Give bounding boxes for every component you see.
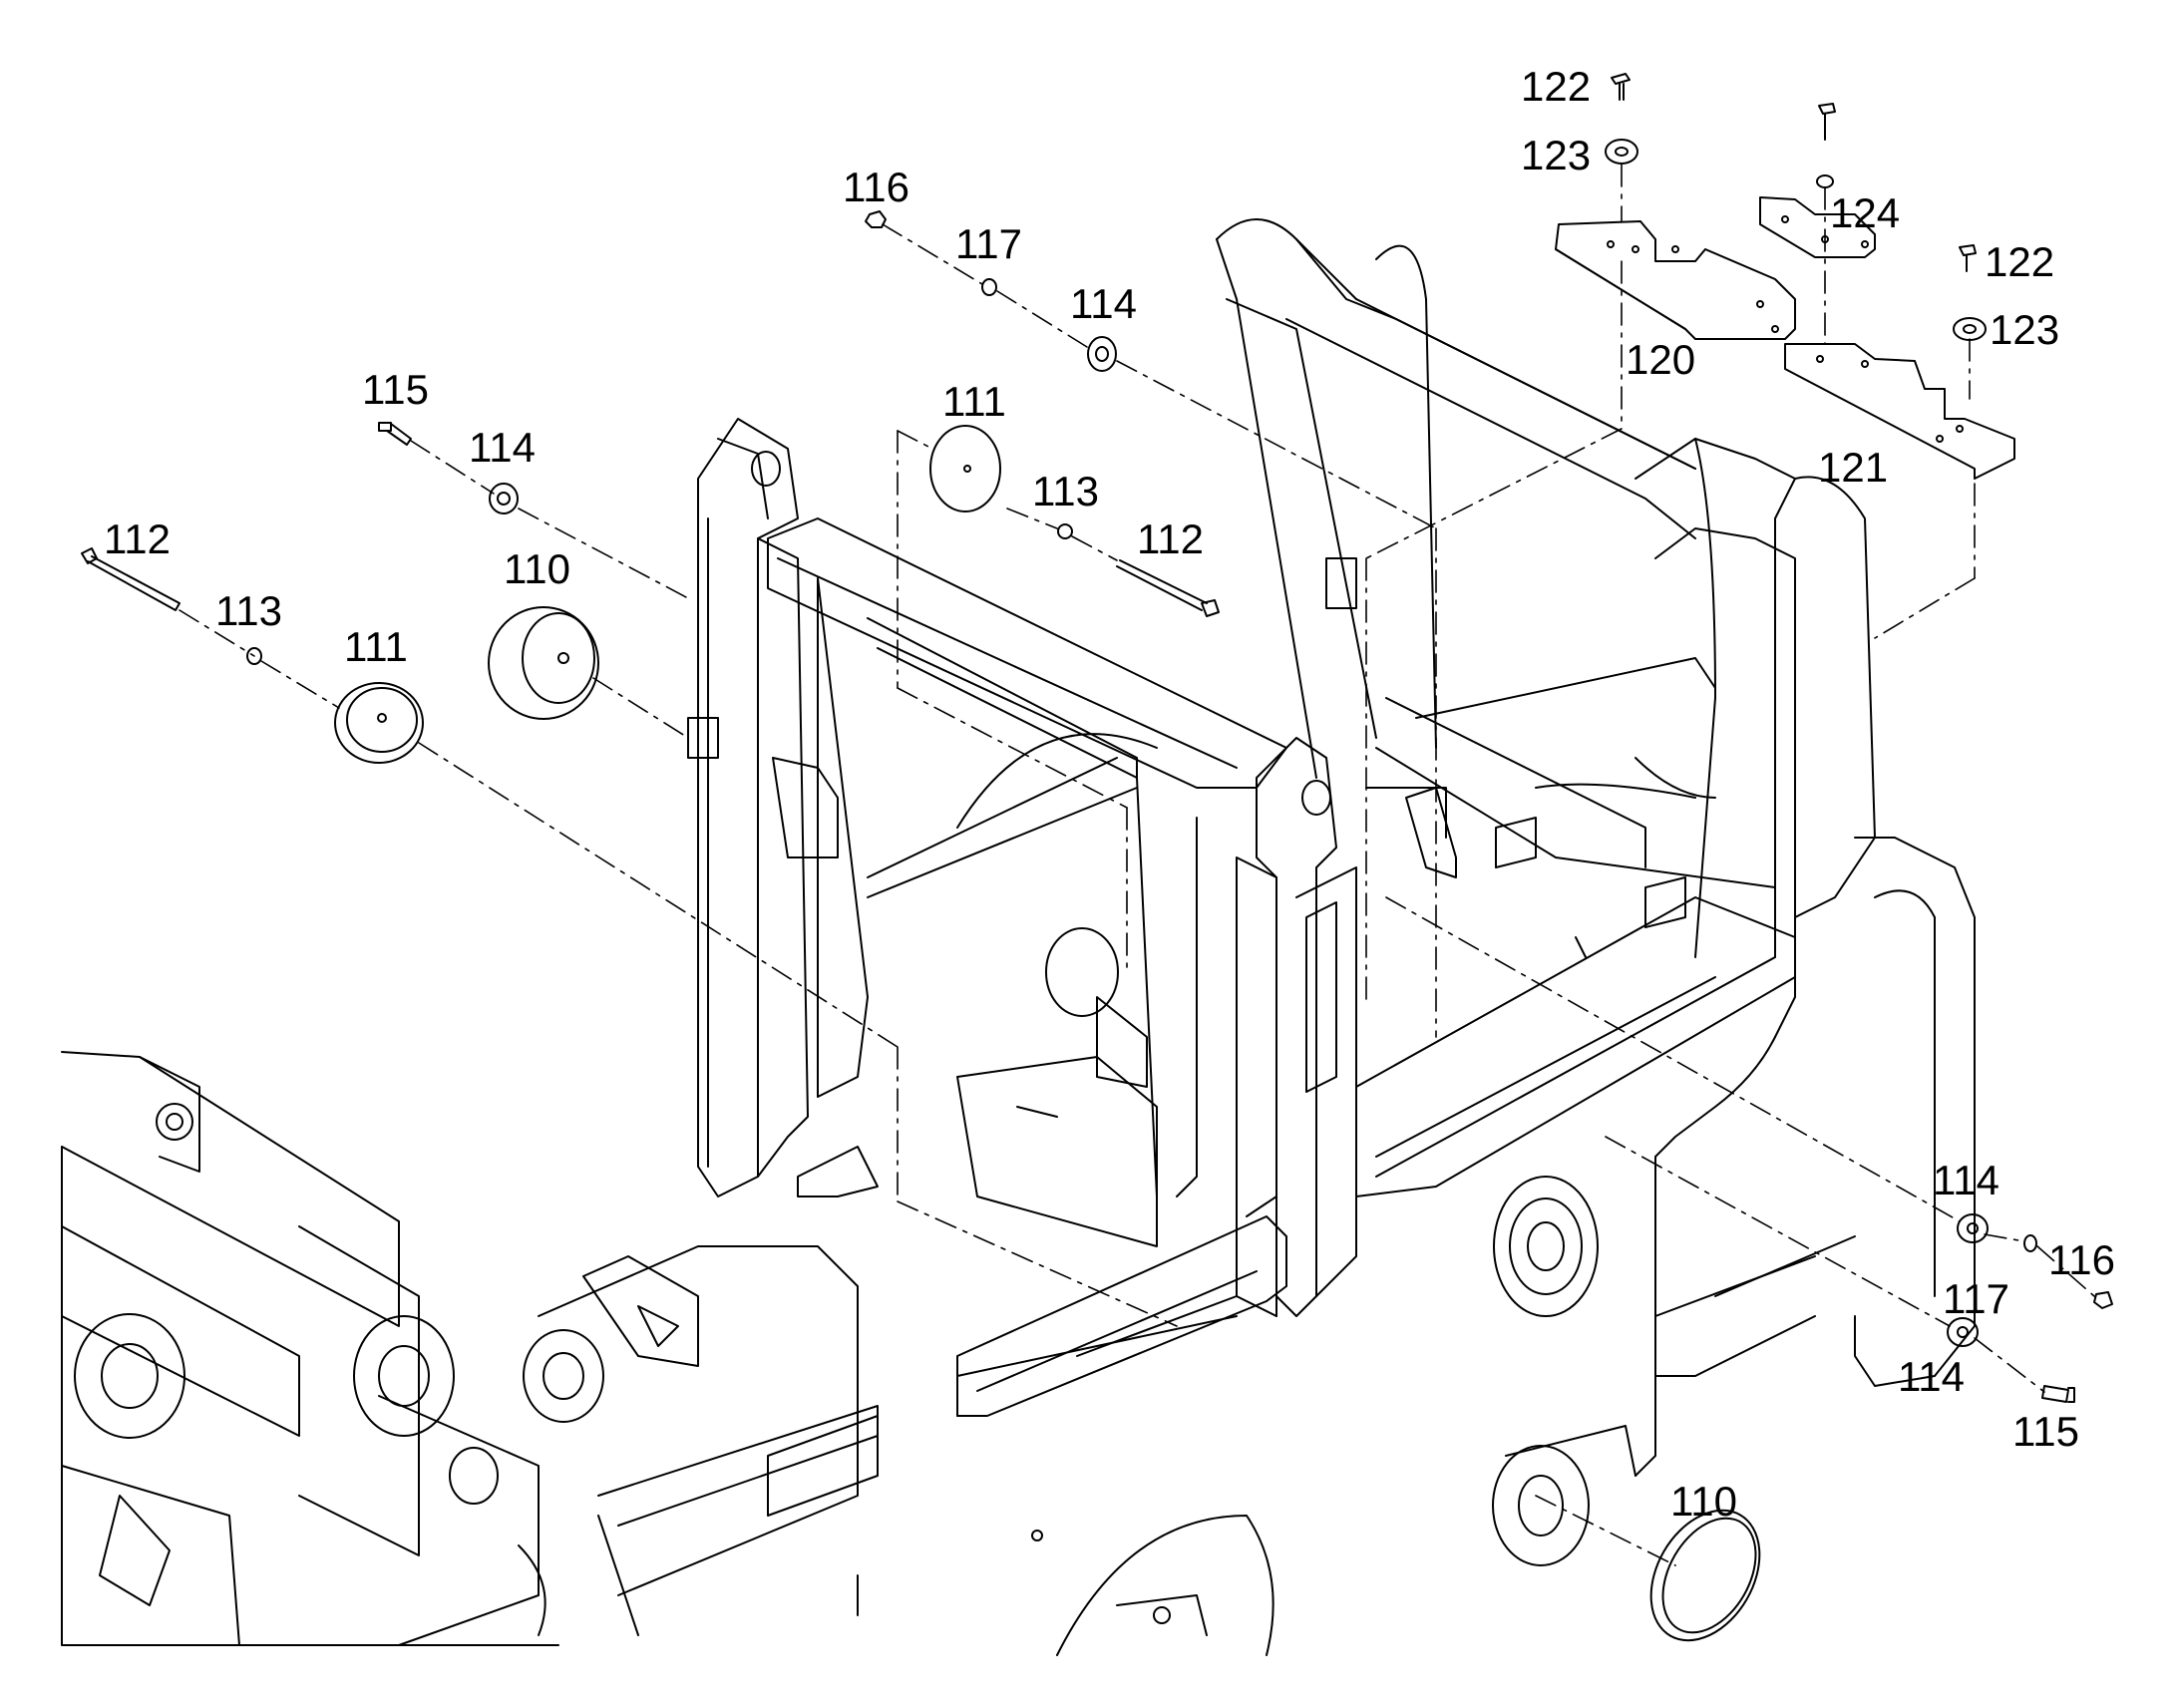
callout-117-upper: 117	[955, 220, 1022, 267]
callout-122-right: 122	[1985, 238, 2055, 285]
callout-111-upper: 111	[942, 378, 1006, 425]
callout-116-upper: 116	[843, 164, 909, 210]
callout-114-left: 114	[469, 424, 536, 471]
center-tower	[956, 737, 1357, 1417]
left-tower	[687, 418, 839, 1197]
callout-114-right-lower: 114	[1898, 1353, 1965, 1400]
callout-110-lower: 110	[1670, 1478, 1737, 1525]
mounting-plates	[1555, 73, 2015, 480]
wheel-hubs	[1056, 1176, 1636, 1656]
callout-122-top: 122	[1521, 63, 1592, 110]
callout-111-left: 111	[344, 623, 408, 670]
callout-116-right: 116	[2048, 1236, 2115, 1283]
right-frame	[1216, 218, 1796, 1197]
exploded-parts	[81, 210, 2113, 1642]
leader-lines	[179, 164, 2095, 1566]
callout-115-right: 115	[2012, 1408, 2079, 1455]
lower-chassis	[61, 1051, 604, 1646]
callout-113-upper: 113	[1032, 468, 1099, 514]
callout-110-upper: 110	[504, 545, 570, 592]
callout-123-right: 123	[1990, 306, 2060, 353]
callout-124: 124	[1830, 189, 1901, 236]
callout-117-right: 117	[1943, 1275, 2009, 1322]
mid-chassis	[538, 1196, 1287, 1636]
callout-113-left: 113	[215, 587, 282, 634]
callout-112-left: 112	[104, 515, 171, 562]
callout-120: 120	[1626, 336, 1696, 383]
callout-123-top: 123	[1521, 132, 1592, 178]
rear-guard	[1635, 438, 1976, 1477]
callout-115-upper: 115	[362, 366, 429, 413]
crossbeam	[767, 517, 1287, 1247]
callout-112-upper: 112	[1137, 515, 1204, 562]
callout-121: 121	[1818, 444, 1889, 491]
callout-114-right-upper: 114	[1933, 1157, 1999, 1203]
callout-114-upper: 114	[1070, 280, 1137, 327]
